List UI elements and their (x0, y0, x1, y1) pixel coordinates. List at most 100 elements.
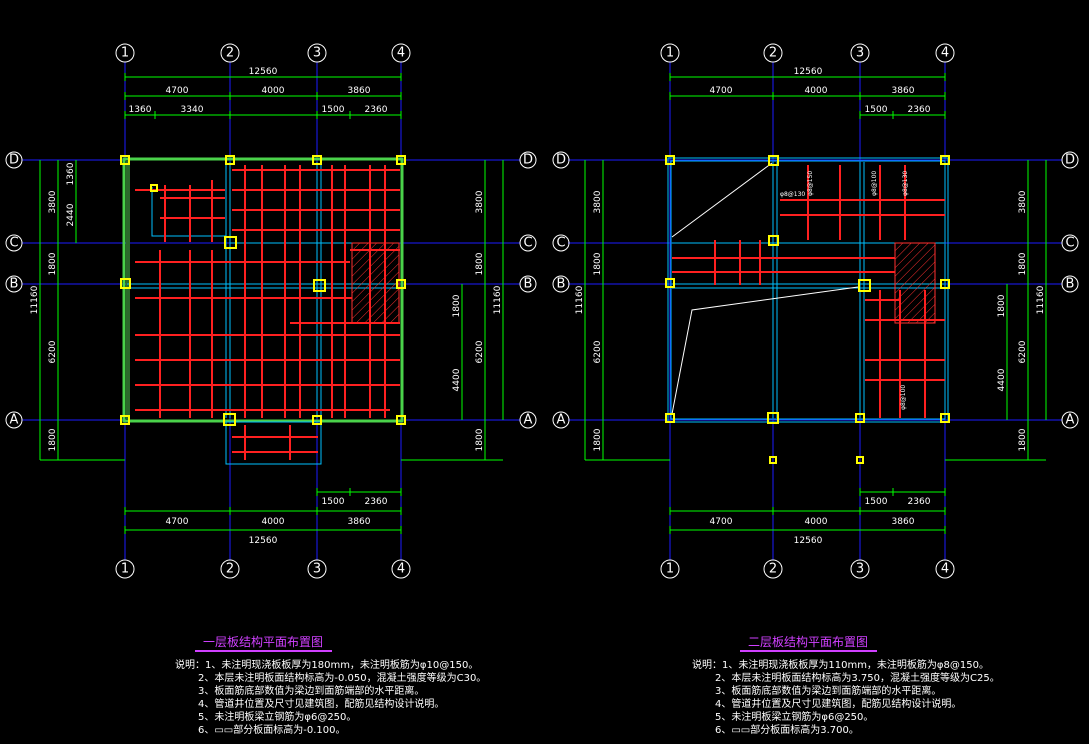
plan-title: 一层板结构平面布置图 (203, 634, 323, 649)
dim-text: 6200 (593, 340, 603, 363)
dim-text: 1500 (322, 497, 345, 507)
perimeter-beam (122, 157, 404, 423)
rebar-tag: φ8@130 (780, 191, 805, 198)
rebar-tag: φ8@100 (871, 171, 878, 196)
dim-text: 4000 (262, 517, 285, 527)
note-line: 说明：1、未注明现浇板板厚为180mm，未注明板筋为φ10@150。 (175, 658, 478, 671)
dim-text: 3860 (892, 517, 915, 527)
plan-title: 二层板结构平面布置图 (748, 634, 868, 649)
axis-bubbles (5, 43, 537, 579)
axis-label: 3 (856, 562, 864, 577)
dim-text: 12560 (249, 67, 278, 77)
note-line: 3、板面筋底部数值为梁边到面筋端部的水平距离。 (715, 684, 941, 697)
note-line: 6、▭▭部分板面标高为3.700。 (715, 723, 859, 736)
dim-text: 11160 (30, 285, 40, 314)
notes: 说明：1、未注明现浇板板厚为180mm，未注明板筋为φ10@150。 2、本层未… (175, 658, 486, 736)
dim-text: 4700 (710, 517, 733, 527)
axis-grid (22, 62, 520, 560)
note-line: 3、板面筋底部数值为梁边到面筋端部的水平距离。 (198, 684, 424, 697)
dim-text: 11160 (1036, 285, 1046, 314)
dim-text: 4400 (997, 368, 1007, 391)
axis-label: 1 (666, 46, 674, 61)
axis-label: 2 (769, 46, 777, 61)
axis-label: 1 (666, 562, 674, 577)
axis-label: 3 (313, 46, 321, 61)
note-line: 4、管道井位置及尺寸见建筑图，配筋见结构设计说明。 (715, 697, 961, 710)
dim-text: 3800 (593, 190, 603, 213)
dim-text: 3860 (348, 517, 371, 527)
dim-text: 2440 (66, 203, 76, 226)
dimension-lines (39, 76, 504, 531)
dim-text: 4000 (805, 517, 828, 527)
axis-label: 2 (769, 562, 777, 577)
axis-label: B (10, 277, 19, 292)
note-line: 6、▭▭部分板面标高为-0.100。 (198, 723, 346, 736)
axis-label: 2 (226, 562, 234, 577)
rebar-tag: φ8@130 (902, 171, 909, 196)
slab-rebars (135, 165, 400, 460)
dimension-lines (584, 76, 1047, 531)
axis-label: 4 (941, 46, 949, 61)
shaft-hatch (351, 242, 400, 324)
dim-text: 4400 (452, 368, 462, 391)
axis-label: C (523, 236, 532, 251)
note-line: 5、未注明板梁立钢筋为φ6@250。 (715, 710, 873, 723)
slab-rebars (672, 165, 945, 418)
axis-label: D (1065, 153, 1075, 168)
dimension-texts: 12560 4700 4000 3860 1500 2360 1500 2360… (575, 67, 1046, 546)
dim-text: 4000 (805, 86, 828, 96)
dim-text: 12560 (794, 67, 823, 77)
dim-text: 3860 (892, 86, 915, 96)
dim-text: 3800 (48, 190, 58, 213)
dim-text: 2360 (908, 105, 931, 115)
dim-text: 4700 (166, 517, 189, 527)
dimension-texts: 12560 4700 4000 3860 1360 3340 1500 2360… (30, 67, 503, 546)
note-line: 4、管道井位置及尺寸见建筑图，配筋见结构设计说明。 (198, 697, 444, 710)
dim-text: 1800 (48, 252, 58, 275)
dim-text: 1500 (322, 105, 345, 115)
axis-label: A (557, 413, 566, 428)
dim-text: 1800 (475, 428, 485, 451)
dim-text: 2360 (908, 497, 931, 507)
rebar-tag: φ8@100 (900, 385, 907, 410)
dim-text: 1800 (593, 252, 603, 275)
dim-text: 3860 (348, 86, 371, 96)
dim-text: 1500 (865, 105, 888, 115)
axis-labels: 1 2 3 4 1 2 3 4 D C B A D C B A (9, 46, 533, 577)
axis-label: D (556, 153, 566, 168)
axis-label: B (524, 277, 533, 292)
dim-text: 1800 (593, 428, 603, 451)
dim-text: 12560 (794, 536, 823, 546)
axis-label: 4 (397, 46, 405, 61)
axis-labels: 1 2 3 4 1 2 3 4 D C B A D C B A (556, 46, 1075, 577)
axis-label: D (523, 153, 533, 168)
columns (665, 155, 950, 464)
shaft-hatch (894, 242, 936, 324)
stair-lines (671, 162, 859, 415)
axis-label: 1 (121, 562, 129, 577)
dimension-ticks (124, 73, 402, 534)
dim-text: 1360 (66, 162, 76, 185)
axis-label: 1 (121, 46, 129, 61)
axis-label: A (1066, 413, 1075, 428)
dim-text: 4700 (166, 86, 189, 96)
dim-text: 1360 (129, 105, 152, 115)
axis-label: D (9, 153, 19, 168)
axis-label: B (557, 277, 566, 292)
notes: 说明：1、未注明现浇板板厚为110mm，未注明板筋为φ8@150。 2、本层未注… (692, 658, 1000, 736)
axis-label: 4 (941, 562, 949, 577)
axis-label: A (524, 413, 533, 428)
columns (120, 155, 406, 426)
rebar-tags: φ8@130 φ8@150 φ8@100 φ8@130 φ8@100 (780, 171, 909, 410)
dim-text: 6200 (1018, 340, 1028, 363)
dim-text: 1800 (452, 294, 462, 317)
dim-text: 1800 (1018, 252, 1028, 275)
note-line: 2、本层未注明板面结构标高为3.750，混凝土强度等级为C25。 (715, 671, 1000, 684)
dim-text: 1500 (865, 497, 888, 507)
dim-text: 1800 (48, 428, 58, 451)
rebar-tag: φ8@150 (807, 171, 814, 196)
axis-label: 3 (313, 562, 321, 577)
dimension-ticks (669, 73, 946, 534)
dim-text: 2360 (365, 497, 388, 507)
dim-text: 6200 (48, 340, 58, 363)
